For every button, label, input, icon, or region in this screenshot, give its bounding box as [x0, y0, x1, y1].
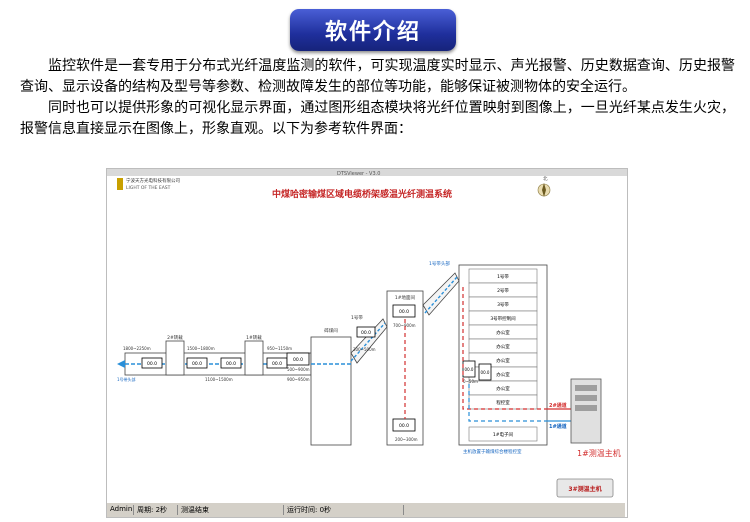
label-ch1: 1#通道 — [549, 423, 567, 430]
host-slot-1-icon — [575, 385, 597, 391]
floor-6-label: 办公室 — [496, 343, 510, 350]
floor-5-label: 办公室 — [496, 329, 510, 336]
transfer1-box — [244, 340, 264, 376]
label-host: 1#测温主机 — [577, 448, 621, 458]
label-distance-8: 700~900m — [393, 323, 416, 328]
section-title-banner: 软件介绍 — [290, 9, 456, 51]
floor-8-label: 办公室 — [496, 371, 510, 378]
label-distance-5: 900~950m — [287, 377, 310, 382]
temp-readout-5-value: 00.0 — [293, 357, 303, 363]
floor-7-label: 办公室 — [496, 357, 510, 364]
floor-2-label: 2号带 — [497, 288, 509, 294]
fiber-line-5 — [468, 384, 547, 422]
compass-needle-icon — [542, 183, 546, 197]
coal-crush-building — [310, 336, 352, 446]
status-bar: Admin 周期: 2秒 测温结束 运行时间: 0秒 — [107, 502, 625, 517]
host3-button[interactable] — [556, 478, 614, 498]
temp-readout-9-value: 00.0 — [465, 367, 474, 372]
label-transfer-dist: 200~300m — [395, 437, 418, 442]
label-belt1: 1号带 — [351, 315, 363, 321]
status-cell-empty — [403, 505, 407, 515]
temp-readout-8-value: 00.0 — [399, 423, 409, 429]
temp-readout-4-value: 00.0 — [272, 361, 282, 367]
intro-paragraph-1: 监控软件是一套专用于分布式光纤温度监测的软件，可实现温度实时显示、声光报警、历史… — [20, 58, 735, 95]
label-coal-crush: 碎煤间 — [324, 327, 338, 334]
label-distance-2: 1500~1800m — [187, 346, 215, 351]
intro-paragraph-2: 同时也可以提供形象的可视化显示界面，通过图形组态模块将光纤位置映射到图像上，一旦… — [20, 100, 735, 137]
system-title: 中煤哈密输煤区域电缆桥架感温光纤测温系统 — [272, 188, 452, 200]
fiber-line-4 — [424, 276, 458, 314]
label-bldg-head: 1号带头部 — [429, 260, 450, 267]
temp-readout-10 — [478, 363, 492, 381]
temp-readout-2-value: 00.0 — [192, 361, 202, 367]
temp-readout-3-value: 00.0 — [226, 361, 236, 367]
label-upper-floor: 1#地面间 — [395, 294, 416, 301]
host-slot-3-icon — [575, 405, 597, 411]
temp-readout-7 — [392, 304, 416, 318]
intro-text: 监控软件是一套专用于分布式光纤温度监测的软件，可实现温度实时显示、声光报警、历史… — [20, 56, 735, 140]
floor-3-label: 3号带 — [497, 302, 509, 308]
label-belt1-head: 1号带头部 — [117, 376, 136, 382]
label-distance-7: 300~500m — [353, 347, 376, 352]
label-transfer2: 2#转载 — [167, 334, 183, 341]
floor-11 — [468, 426, 538, 442]
label-route-note: 主机放置于输煤综合楼程控室 — [463, 448, 522, 455]
label-distance-9: 0~50m — [463, 379, 478, 384]
floor-1-label: 1号带 — [497, 274, 509, 280]
alarm-line-2 — [462, 287, 547, 410]
floor-9-label: 办公室 — [496, 385, 510, 392]
label-distance-6: 500~900m — [287, 367, 310, 372]
temp-readout-3 — [220, 357, 242, 369]
status-state: 测温结束 — [177, 505, 209, 515]
temp-readout-1 — [141, 357, 163, 369]
label-ch2: 2#通道 — [549, 402, 567, 409]
temp-readout-5 — [286, 352, 310, 366]
label-distance-4: 950~1150m — [267, 346, 292, 351]
temp-readout-8 — [392, 418, 416, 432]
arrow-left-icon — [117, 360, 125, 368]
window-title: DTSViewer - V3.0 — [337, 171, 380, 177]
temp-readout-6-value: 00.0 — [361, 330, 371, 336]
host3-button-label: 3#测温主机 — [568, 485, 601, 493]
window-titlebar — [107, 169, 627, 176]
temp-readout-1-value: 00.0 — [147, 361, 157, 367]
floor-11-label: 1#电子间 — [493, 431, 514, 438]
floor-4-label: 3号带控制间 — [490, 315, 516, 322]
company-logo-icon — [117, 178, 123, 190]
status-runtime: 运行时间: 0秒 — [283, 505, 331, 515]
temp-readout-10-value: 00.0 — [481, 370, 490, 375]
status-cycle: 周期: 2秒 — [133, 505, 167, 515]
temp-readout-9 — [462, 360, 476, 378]
label-distance-3: 1100~1500m — [205, 377, 233, 382]
label-distance-1: 1800~2250m — [123, 346, 151, 351]
temp-readout-7-value: 00.0 — [399, 309, 409, 315]
label-transfer1: 1#转载 — [246, 334, 262, 341]
company-name-en: LIGHT OF THE EAST — [126, 185, 171, 191]
status-user: Admin — [110, 505, 133, 513]
host-slot-2-icon — [575, 395, 597, 401]
software-screenshot: DTSViewer - V3.0 宁波天方光电科技有限公司 LIGHT OF T… — [106, 168, 628, 518]
temp-readout-2 — [186, 357, 208, 369]
temp-readout-6 — [356, 326, 376, 338]
floor-10-label: 程控室 — [496, 399, 510, 406]
transfer2-box — [165, 340, 185, 376]
compass-label: 北 — [543, 175, 548, 182]
monitoring-diagram: DTSViewer - V3.0 宁波天方光电科技有限公司 LIGHT OF T… — [107, 169, 627, 498]
fiber-line-3 — [350, 322, 386, 362]
company-name-cn: 宁波天方光电科技有限公司 — [126, 177, 180, 184]
